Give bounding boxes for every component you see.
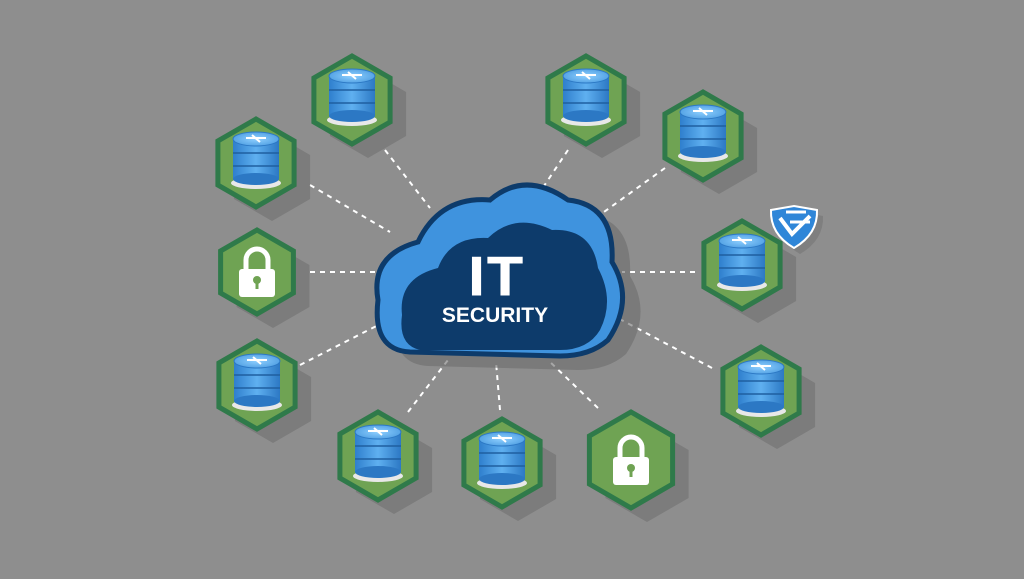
network-node[interactable] — [216, 338, 298, 432]
connector-line — [539, 149, 569, 193]
network-node[interactable] — [461, 416, 543, 510]
cloud-node[interactable]: IT SECURITY — [374, 182, 641, 370]
database-icon — [717, 233, 767, 291]
database-icon — [678, 104, 728, 162]
connector-line — [547, 359, 599, 409]
database-icon — [327, 68, 377, 126]
database-icon — [353, 424, 403, 482]
network-node[interactable] — [720, 344, 802, 438]
database-icon — [231, 131, 281, 189]
network-node[interactable] — [218, 227, 296, 317]
network-node[interactable] — [662, 89, 744, 183]
padlock-icon — [239, 246, 275, 297]
connector-line — [495, 361, 501, 411]
network-node[interactable] — [337, 409, 419, 503]
connector-line — [309, 184, 391, 233]
network-node[interactable] — [586, 409, 676, 511]
database-icon — [477, 431, 527, 489]
shield-icon — [769, 204, 824, 254]
network-node[interactable] — [215, 116, 297, 210]
network-node[interactable] — [701, 218, 783, 312]
database-icon — [736, 359, 786, 417]
database-icon — [561, 68, 611, 126]
connector-lines — [299, 149, 713, 413]
connector-line — [299, 317, 393, 366]
connector-line — [384, 149, 431, 209]
cloud-inner-shape — [401, 222, 608, 350]
padlock-icon — [613, 434, 649, 485]
network-node[interactable] — [545, 53, 627, 147]
connector-line — [407, 359, 449, 413]
cloud-title: IT — [467, 246, 524, 309]
cloud-subtitle: SECURITY — [442, 304, 548, 327]
nodes — [215, 53, 802, 511]
database-icon — [232, 353, 282, 411]
network-node[interactable] — [311, 53, 393, 147]
